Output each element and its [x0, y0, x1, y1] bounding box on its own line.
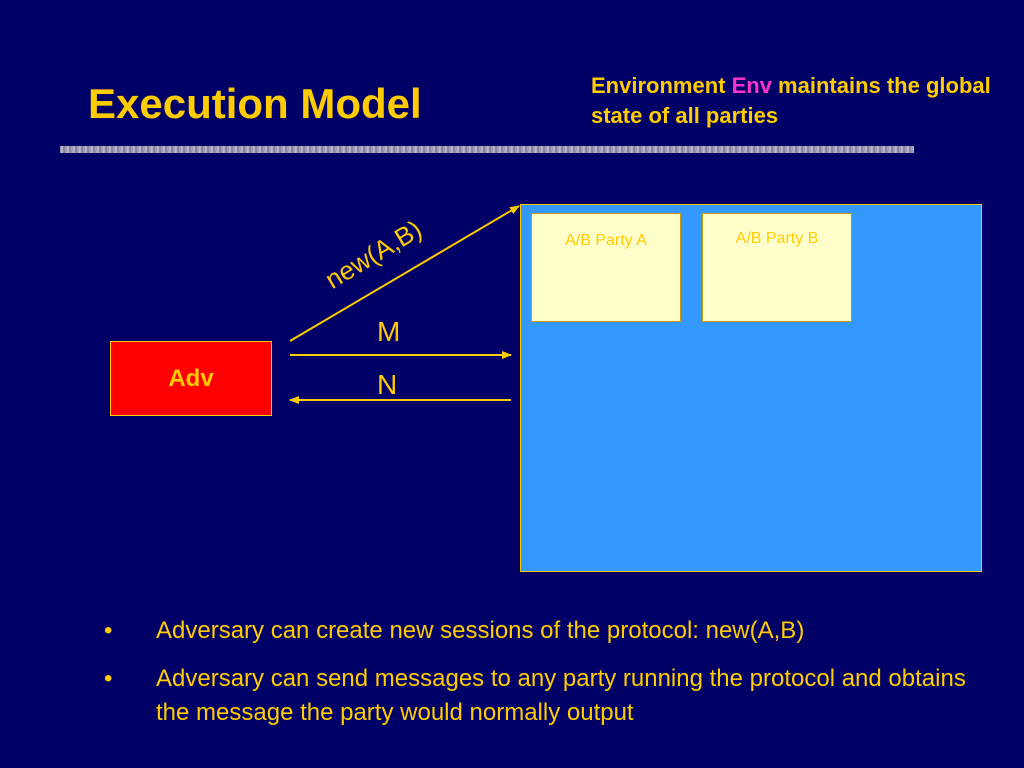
environment-note: Environment Env maintains the global sta… [591, 71, 1001, 131]
bullet-item: • Adversary can create new sessions of th… [100, 614, 980, 648]
bullet-dot-icon: • [104, 617, 113, 644]
message-n-label: N [377, 369, 398, 400]
slide-title: Execution Model [88, 80, 422, 127]
adversary-box: Adv [110, 341, 272, 416]
bullet-dot-icon: • [104, 665, 113, 692]
new-session-label: new(A,B) [320, 214, 427, 295]
note-env-highlight: Env [731, 73, 772, 98]
bullet-item: • Adversary can send messages to any part… [100, 662, 980, 730]
party-b-label: A/B Party B [735, 230, 819, 247]
note-text-start: Environment [591, 73, 732, 98]
party-b-box: A/B Party B [702, 213, 852, 322]
adversary-label: Adv [168, 364, 214, 392]
party-a-box: A/B Party A [531, 213, 681, 322]
message-m-label: M [377, 316, 401, 347]
bullet-list: • Adversary can create new sessions of th… [100, 614, 980, 744]
note-text-end: maintains the global state of all partie… [591, 73, 991, 128]
party-a-label: A/B Party A [565, 232, 647, 249]
title-divider [60, 146, 914, 153]
new-session-arrow [289, 205, 520, 342]
bullet-text: Adversary can send messages to any party… [156, 665, 966, 726]
bullet-text: Adversary can create new sessions of the… [156, 617, 805, 644]
